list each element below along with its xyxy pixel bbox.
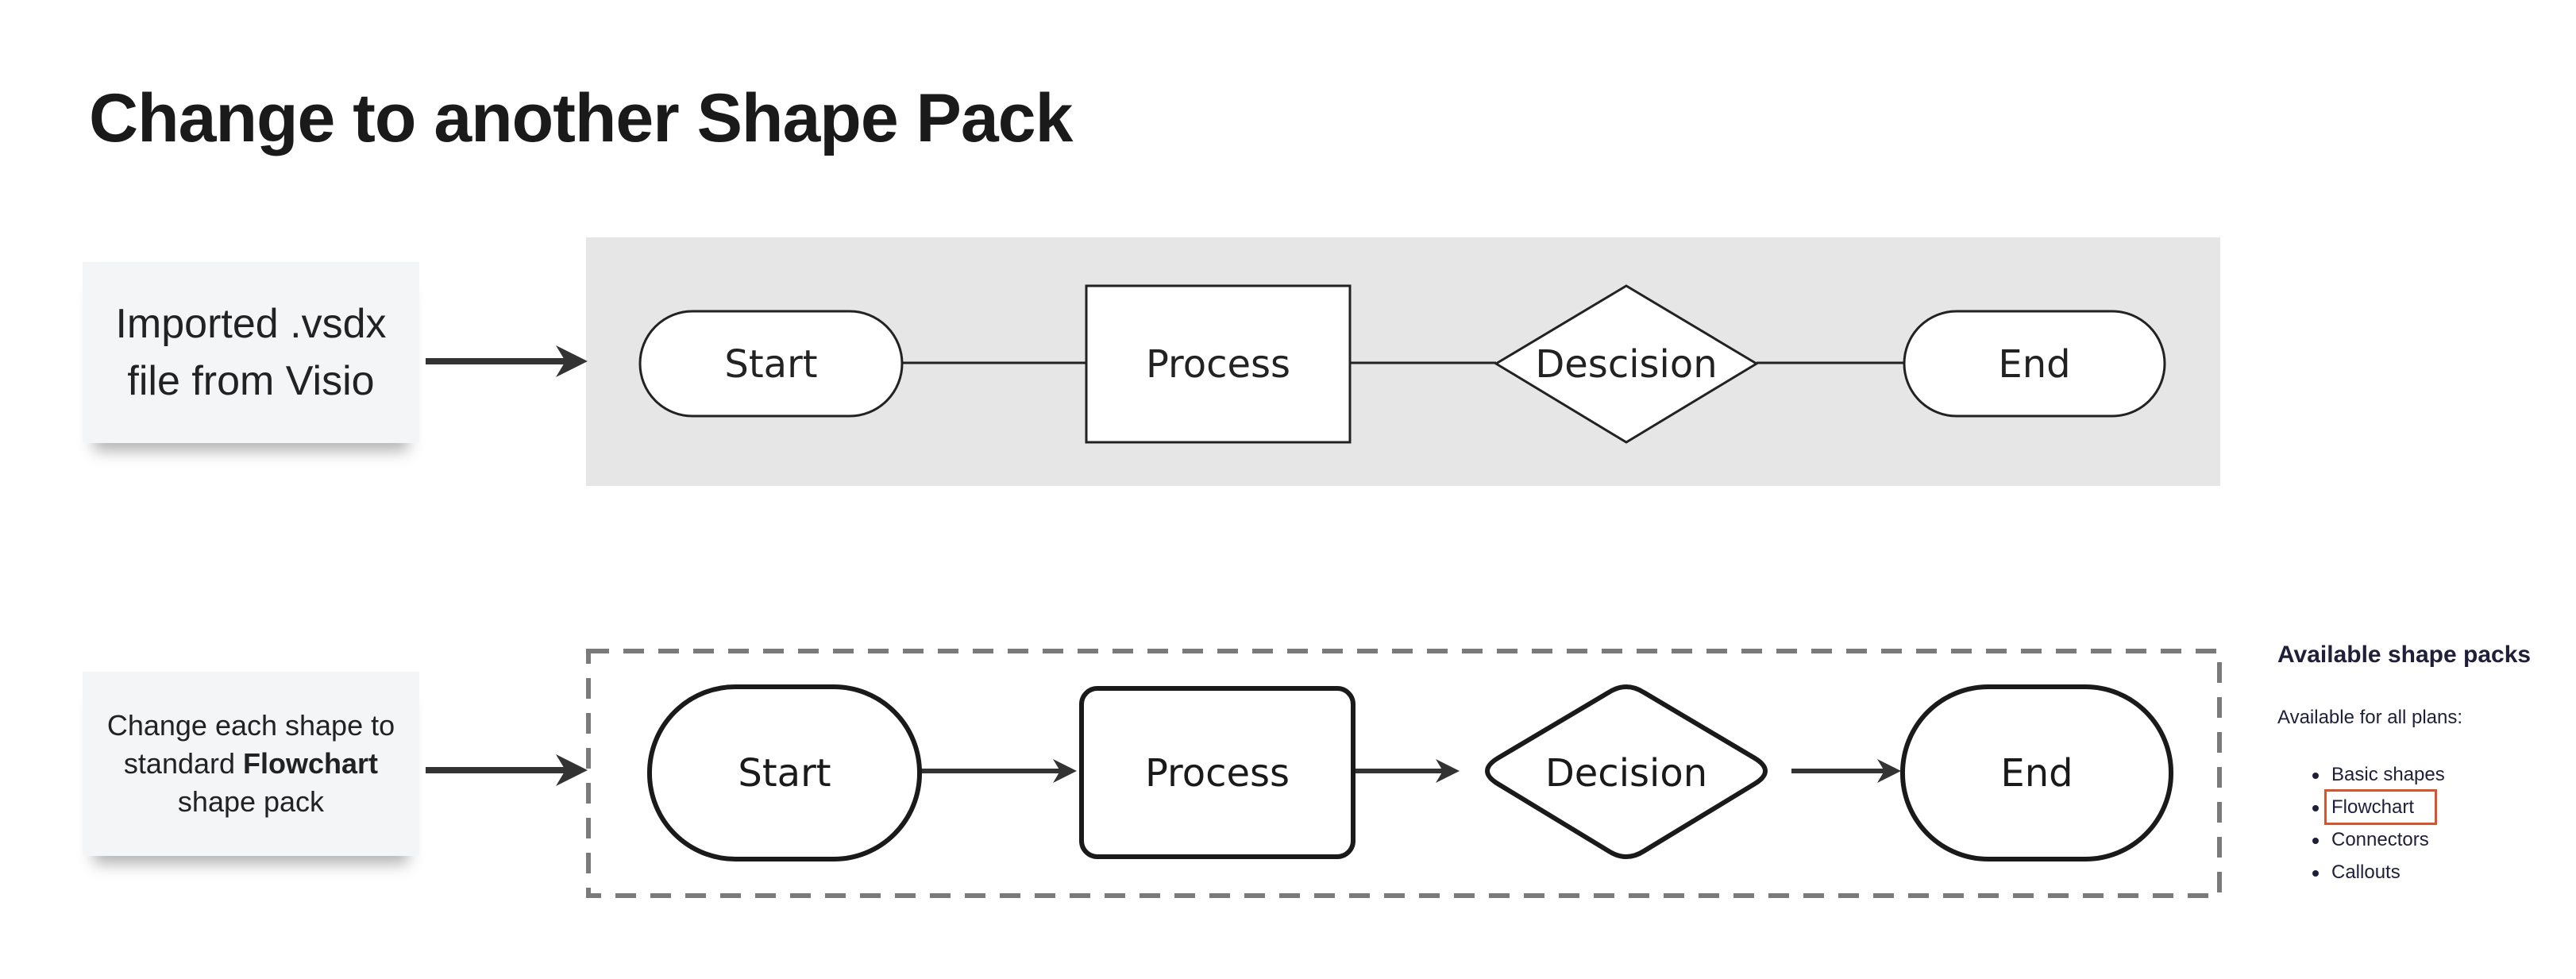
- shape-label: End: [2000, 751, 2073, 796]
- page-title: Change to another Shape Pack: [89, 80, 1073, 156]
- sticky-line: shape pack: [177, 785, 325, 818]
- sticky-line: standard: [123, 747, 244, 780]
- shape-decision[interactable]: [1485, 684, 1768, 859]
- sticky-note-imported[interactable]: Imported .vsdx file from Visio: [83, 262, 419, 443]
- shape-end-terminator[interactable]: [1903, 310, 2166, 418]
- sticky-line: file from Visio: [127, 358, 375, 404]
- shape-packs-heading: Available shape packs: [2277, 642, 2532, 668]
- shape-label: End: [1998, 342, 2070, 387]
- shape-process[interactable]: [1085, 284, 1352, 444]
- shape-pack-item[interactable]: Basic shapes: [2306, 761, 2445, 793]
- shape-label: Process: [1146, 342, 1290, 387]
- shape-start-terminator[interactable]: [638, 310, 904, 418]
- shape-label: Start: [724, 342, 817, 387]
- shape-label: Decision: [1545, 751, 1707, 796]
- shape-label: Descision: [1535, 342, 1717, 387]
- shape-pack-item[interactable]: Callouts: [2306, 858, 2445, 891]
- sticky-line: Change each shape to: [106, 709, 395, 742]
- sticky-note-change[interactable]: Change each shape to standard Flowchart …: [83, 672, 419, 856]
- shape-pack-list: Basic shapes Flowchart Connectors Callou…: [2306, 761, 2445, 891]
- shape-label: Process: [1145, 751, 1290, 796]
- sticky-bold-text: Flowchart: [243, 747, 379, 780]
- shape-start-terminator[interactable]: [647, 684, 922, 861]
- shape-decision[interactable]: [1494, 284, 1759, 444]
- shape-label: Start: [738, 751, 831, 796]
- shape-pack-item-flowchart[interactable]: Flowchart: [2306, 789, 2445, 826]
- shape-packs-subheading: Available for all plans:: [2277, 707, 2463, 728]
- flowchart-pack-frame[interactable]: [586, 649, 2222, 898]
- shape-process[interactable]: [1079, 686, 1355, 859]
- sticky-line: Imported .vsdx: [115, 301, 387, 347]
- shape-pack-item[interactable]: Connectors: [2306, 826, 2445, 858]
- shape-end-terminator[interactable]: [1900, 684, 2173, 861]
